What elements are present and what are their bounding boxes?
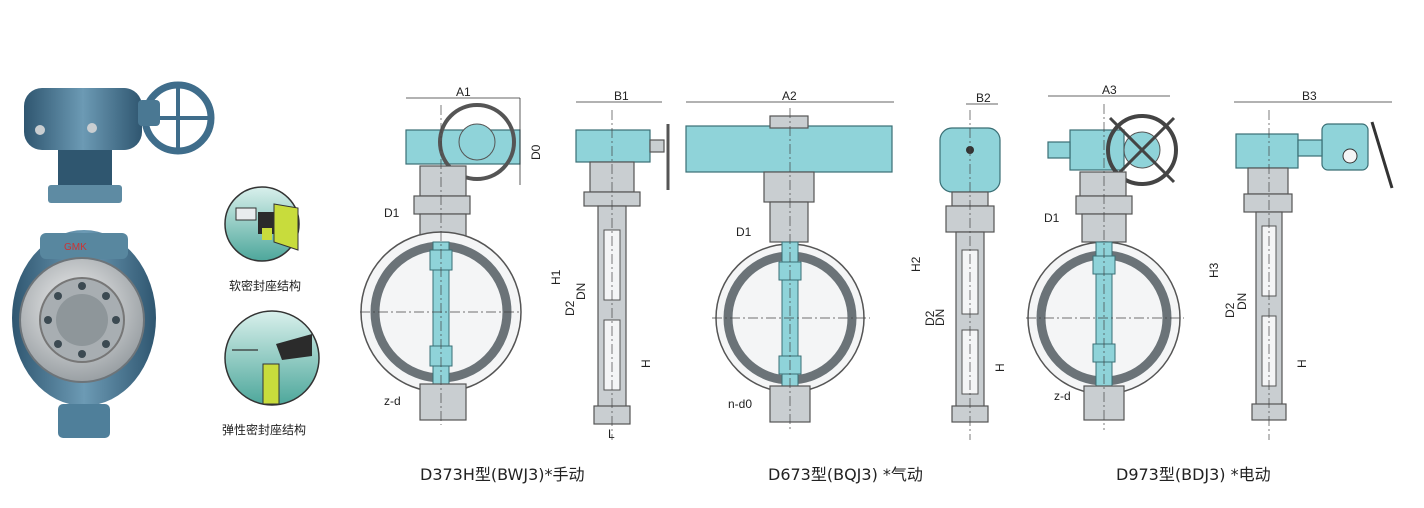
model3-front-view	[1026, 95, 1184, 430]
model2-dim-h: H	[993, 363, 1007, 372]
model2-caption: D673型(BQJ3) *气动	[768, 465, 923, 484]
logo-text: GMK	[64, 242, 87, 253]
model2-side-view	[939, 103, 1001, 440]
model3-side-view	[1234, 101, 1394, 440]
model3-dim-zd: z-d	[1054, 389, 1071, 403]
model3-caption: D973型(BDJ3) *电动	[1116, 465, 1271, 484]
model2-dim-nd0: n-d0	[728, 397, 752, 411]
model2-dim-a2: A2	[782, 89, 797, 103]
model2-dim-dn: DN	[933, 309, 947, 326]
model3-dim-d1: D1	[1044, 211, 1060, 225]
model3-dim-h: H	[1295, 359, 1309, 368]
model1-dim-d0: D0	[529, 144, 543, 160]
elastic-seat-label: 弹性密封座结构	[222, 422, 306, 437]
model3-dim-dn: DN	[1235, 293, 1249, 310]
model2-dim-b2: B2	[976, 91, 991, 105]
model1-dim-b1: B1	[614, 89, 629, 103]
model1-front-view	[360, 97, 522, 425]
elastic-seat-inset	[224, 310, 320, 406]
model1-dim-d2: D2	[563, 300, 577, 316]
gearbox	[24, 88, 142, 150]
model1-dim-zd: z-d	[384, 394, 401, 408]
model3-dim-d2: D2	[1223, 302, 1237, 318]
model1-dim-d1: D1	[384, 206, 400, 220]
model1-dim-l: L	[608, 427, 615, 441]
soft-seat-label: 软密封座结构	[229, 278, 301, 293]
model2-dim-d1: D1	[736, 225, 752, 239]
model1-dim-h1: H1	[549, 269, 563, 285]
model1-dim-dn: DN	[574, 283, 588, 300]
model2-dim-d2: D2	[923, 310, 937, 326]
model1-dim-a1: A1	[456, 85, 471, 99]
model3-dim-b3: B3	[1302, 89, 1317, 103]
model1-dim-h: H	[639, 359, 653, 368]
soft-seat-inset	[224, 186, 300, 262]
model2-dim-h2: H2	[909, 256, 923, 272]
model2-front-view	[685, 101, 894, 430]
model1-side-view	[575, 101, 670, 440]
model1-caption: D373H型(BWJ3)*手动	[420, 465, 585, 484]
model3-dim-a3: A3	[1102, 83, 1117, 97]
valve-photo: GMK	[12, 81, 215, 438]
model3-dim-h3: H3	[1207, 262, 1221, 278]
